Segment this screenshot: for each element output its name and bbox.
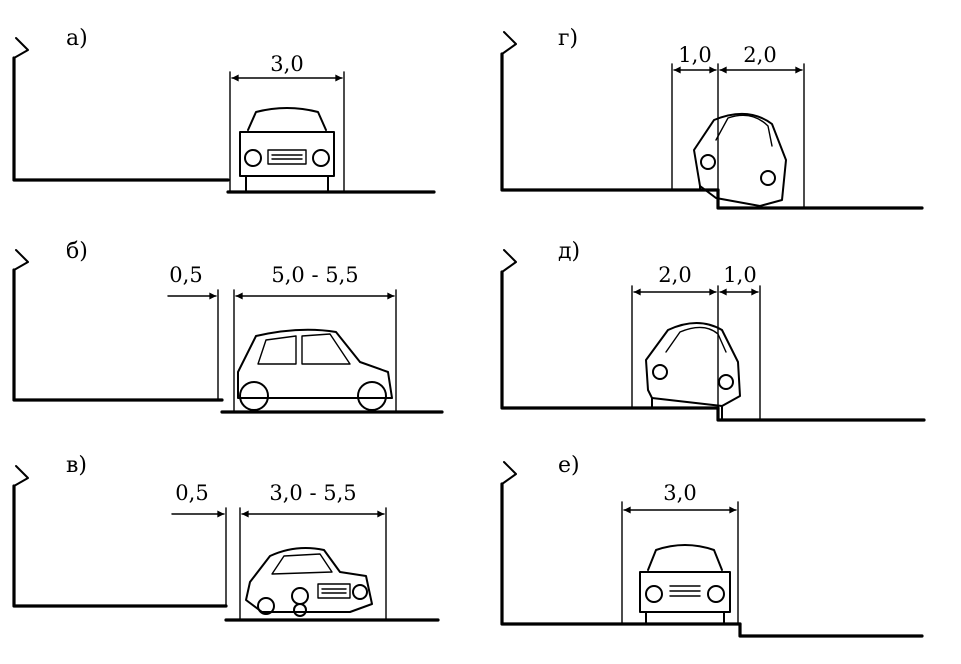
- panel-e: е) 3,0: [500, 453, 924, 638]
- panel-a: а) 3,0: [12, 26, 436, 194]
- wall-break-mark: [501, 31, 517, 55]
- car-front-view: [639, 544, 731, 625]
- curb-profile: [12, 484, 228, 608]
- panel-b: б) 0,5 5,0 - 5,5: [12, 239, 444, 414]
- panel-g-label: г): [558, 26, 578, 51]
- dimension-3-0-5-5: 3,0 - 5,5: [269, 481, 356, 505]
- panel-a-label: а): [66, 26, 88, 51]
- dimension-3-0: 3,0: [270, 52, 303, 76]
- panel-d-label: д): [558, 239, 580, 264]
- ground-line: [738, 622, 924, 638]
- wall-break-mark: [13, 465, 29, 487]
- panel-e-label: е): [558, 453, 580, 478]
- wall-break-mark: [501, 461, 517, 485]
- ground-line: [716, 406, 926, 422]
- panel-v-label: в): [66, 453, 87, 478]
- panel-g: г) 1,0 2,0: [500, 26, 924, 210]
- dimension-1-0: 1,0: [678, 43, 711, 67]
- panel-v: в) 0,5 3,0 - 5,5: [12, 453, 440, 622]
- ground-line: [716, 188, 924, 210]
- wall-break-mark: [501, 249, 517, 273]
- car-tilted-on-curb: [645, 322, 741, 421]
- panel-b-label: б): [66, 239, 88, 264]
- dimension-5-0-5-5: 5,0 - 5,5: [271, 263, 358, 287]
- curb-profile: [12, 268, 224, 402]
- curb-profile: [500, 52, 720, 192]
- dimension-3-0: 3,0: [663, 481, 696, 505]
- dimension-0-5: 0,5: [175, 481, 208, 505]
- dimension-2-0: 2,0: [743, 43, 776, 67]
- wall-break-mark: [13, 37, 29, 59]
- dimension-0-5: 0,5: [169, 263, 202, 287]
- wall-break-mark: [13, 249, 29, 271]
- dimension-1-0: 1,0: [723, 263, 756, 287]
- panel-d: д) 2,0 1,0: [500, 239, 926, 422]
- dimension-2-0: 2,0: [658, 263, 691, 287]
- curb-profile: [500, 482, 742, 626]
- curb-profile: [12, 56, 230, 182]
- car-side-view: [237, 328, 393, 411]
- car-front-view: [239, 107, 335, 193]
- car-tilted-on-curb: [693, 113, 787, 209]
- curb-profile: [500, 270, 720, 410]
- car-angled-view: [245, 547, 373, 617]
